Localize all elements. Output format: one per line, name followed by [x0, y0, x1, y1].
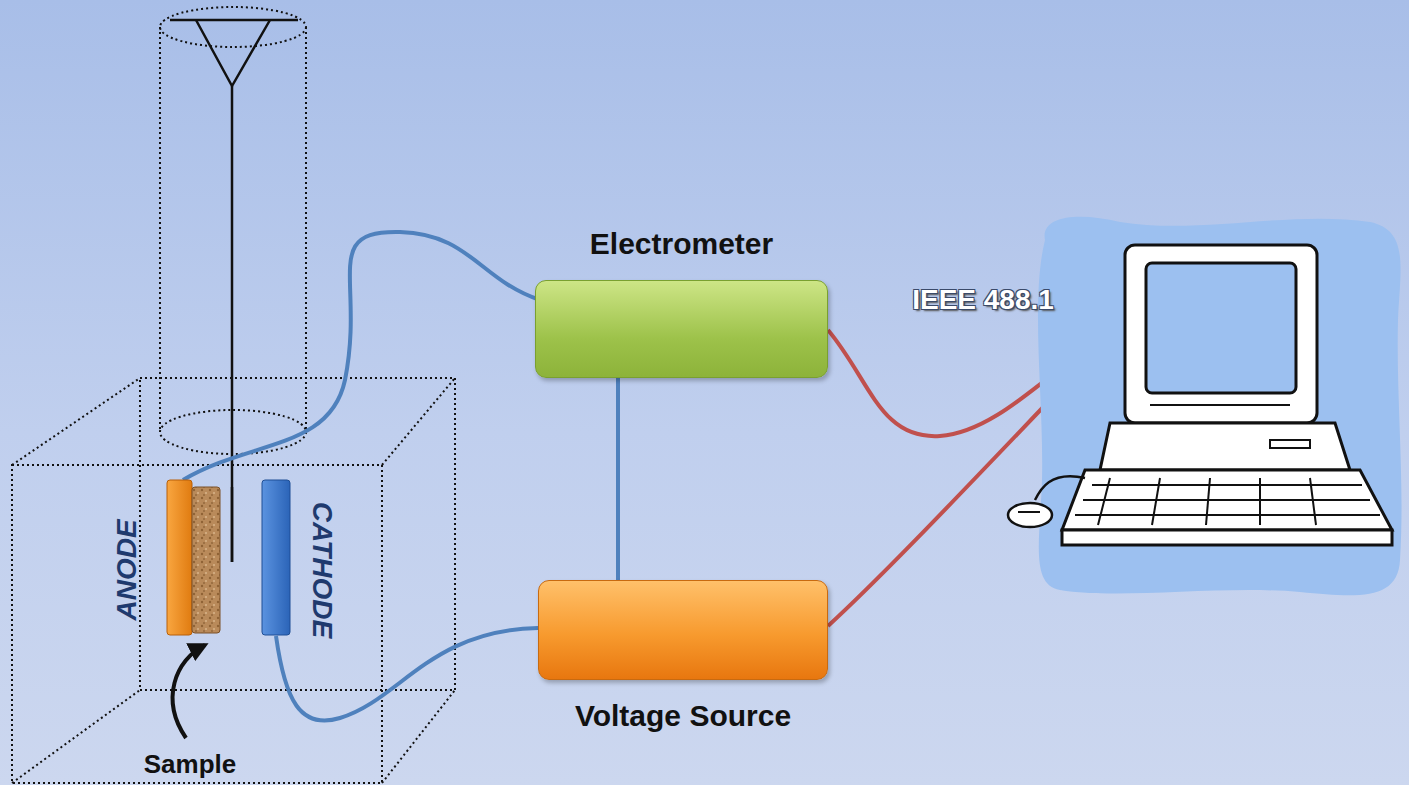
instrument-name: Voltage Source [575, 699, 791, 733]
anode-plate [167, 480, 192, 635]
electrode-label: CATHODE [306, 502, 338, 638]
instrument-box: Voltage Source [538, 580, 828, 680]
signal-wire [616, 378, 620, 580]
cathode-plate [262, 480, 290, 635]
instrument-box: Electrometer [535, 280, 828, 378]
instrument-name: Electrometer [590, 227, 773, 261]
chamber-outline [12, 378, 455, 783]
part-label: Sample [144, 749, 237, 780]
pointer-arrow [173, 645, 205, 738]
computer-icon [1008, 217, 1402, 596]
interface-label: IEEE 488.1 [912, 284, 1054, 316]
electrode-label: ANODE [111, 519, 143, 620]
suspension-wire [231, 487, 234, 562]
anode-wire [183, 232, 540, 480]
cathode-wire [276, 628, 538, 721]
sample-block [192, 487, 220, 633]
